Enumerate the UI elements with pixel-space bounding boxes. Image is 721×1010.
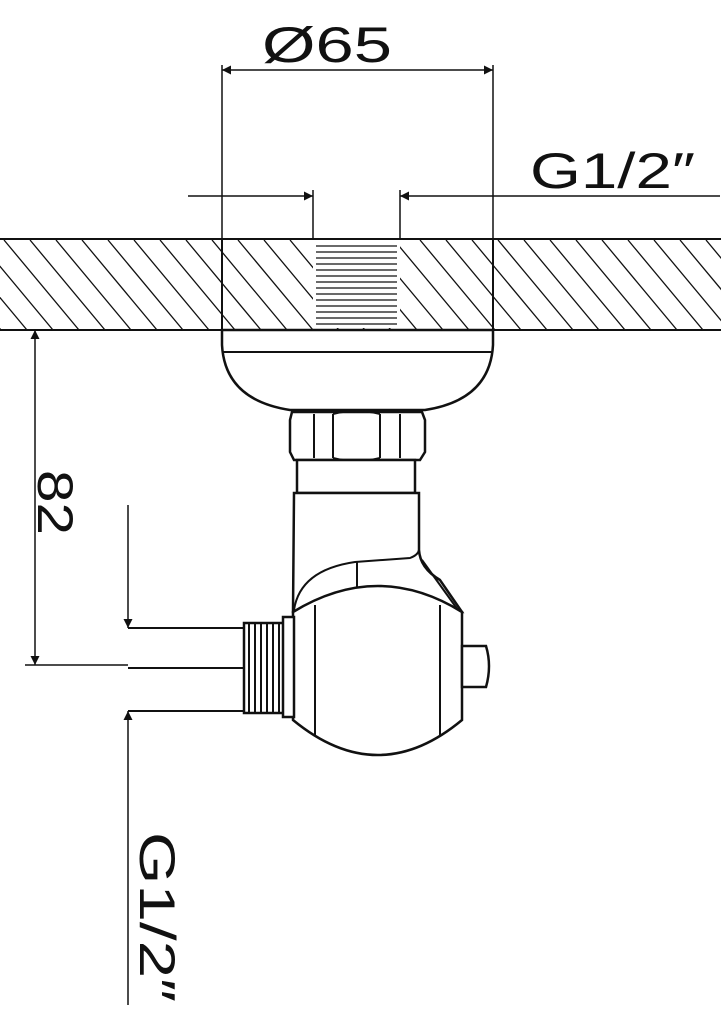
drawing-line xyxy=(575,240,652,330)
drawing-line xyxy=(107,240,184,330)
drawing-line xyxy=(0,265,54,330)
top-thread-dimension: G1/2″ xyxy=(188,143,720,240)
drawing-line xyxy=(705,240,721,260)
drawing-line xyxy=(445,240,522,330)
drawing-line xyxy=(211,240,288,330)
height-label: 82 xyxy=(27,470,83,535)
drawing-line xyxy=(237,240,314,330)
hex-nut xyxy=(288,410,427,462)
side-thread-dimension: G1/2″ xyxy=(123,505,185,1005)
drawing-line xyxy=(601,240,678,330)
top-thread-label: G1/2″ xyxy=(530,143,695,199)
drawing-line xyxy=(185,240,262,330)
diameter-dimension: Ø65 xyxy=(221,17,494,240)
drawing-line xyxy=(133,240,210,330)
drawing-line xyxy=(679,240,721,291)
drawing-line xyxy=(471,240,548,330)
drawing-line xyxy=(419,240,496,330)
drawing-line xyxy=(0,327,2,330)
drawing-line xyxy=(393,240,470,330)
diameter-label: Ø65 xyxy=(262,17,392,73)
drawing-line xyxy=(29,240,106,330)
side-outlet xyxy=(128,615,296,719)
valve-knob xyxy=(460,644,491,689)
drawing-line xyxy=(653,240,721,322)
drawing-line xyxy=(3,240,80,330)
valve-ball xyxy=(291,584,464,757)
drawing-line xyxy=(0,296,28,330)
side-thread-label: G1/2″ xyxy=(129,832,185,1002)
drawing-line xyxy=(81,240,158,330)
height-dimension: 82 xyxy=(20,329,222,666)
drawing-line xyxy=(627,240,704,330)
valve-body xyxy=(220,328,495,757)
wall-thread xyxy=(221,240,494,330)
drawing-line xyxy=(497,240,574,330)
drawing-line xyxy=(55,240,132,330)
drawing-line xyxy=(549,240,626,330)
drawing-line xyxy=(523,240,600,330)
